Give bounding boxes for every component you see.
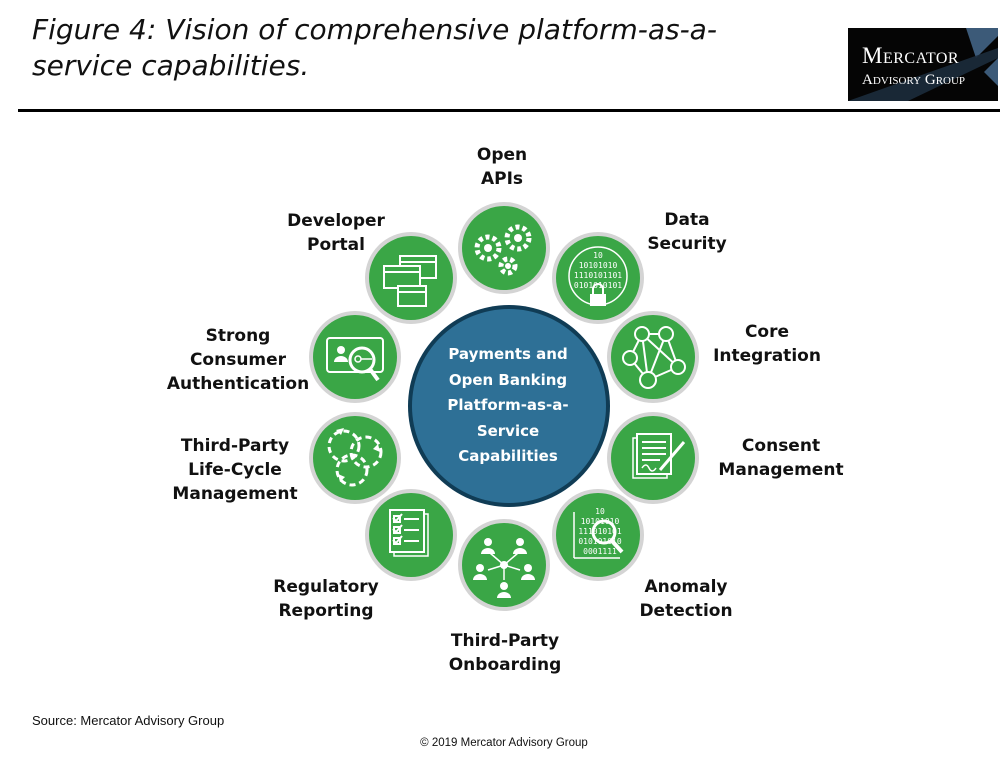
node-anomaly-detection: 10 10101010 111010101 010101010 0001111 bbox=[552, 489, 644, 581]
node-open-apis bbox=[458, 202, 550, 294]
copyright-note: © 2019 Mercator Advisory Group bbox=[420, 737, 588, 749]
node-strong-consumer-auth bbox=[309, 311, 401, 403]
x-mark-icon bbox=[848, 28, 998, 101]
label-regulatory-reporting: Regulatory Reporting bbox=[273, 575, 378, 623]
label-line: Data bbox=[664, 210, 710, 230]
node-developer-portal bbox=[365, 232, 457, 324]
label-line: Authentication bbox=[166, 374, 310, 394]
svg-text:1110101101: 1110101101 bbox=[574, 271, 622, 280]
label-consent-management: Consent Management bbox=[718, 434, 843, 482]
label-developer-portal: Developer Portal bbox=[287, 209, 385, 257]
label-line: APIs bbox=[480, 169, 524, 189]
title-divider bbox=[18, 109, 1000, 112]
label-line: Life-Cycle bbox=[188, 460, 282, 480]
svg-text:10101010: 10101010 bbox=[579, 261, 618, 270]
source-note: Source: Mercator Advisory Group bbox=[32, 713, 225, 728]
node-third-party-onboarding bbox=[458, 519, 550, 611]
label-strong-consumer-auth: Strong Consumer Authentication bbox=[167, 324, 309, 396]
label-line: Third-Party bbox=[180, 436, 290, 456]
label-line: Regulatory bbox=[273, 577, 379, 597]
node-third-party-lifecycle bbox=[309, 412, 401, 504]
id-card-key-icon bbox=[326, 337, 384, 382]
svg-text:111010101: 111010101 bbox=[578, 527, 622, 536]
browser-windows-icon bbox=[383, 255, 437, 307]
network-icon bbox=[622, 326, 686, 389]
node-core-integration bbox=[607, 311, 699, 403]
label-line: Reporting bbox=[278, 601, 374, 621]
label-line: Onboarding bbox=[448, 655, 562, 675]
node-regulatory-reporting bbox=[365, 489, 457, 581]
figure-title: Figure 4: Vision of comprehensive platfo… bbox=[32, 13, 717, 82]
label-line: Core bbox=[744, 322, 790, 342]
signed-document-icon bbox=[632, 433, 686, 479]
label-line: Management bbox=[718, 460, 844, 480]
hub-circle bbox=[408, 305, 610, 507]
svg-text:10: 10 bbox=[593, 251, 603, 260]
svg-text:10: 10 bbox=[595, 507, 605, 516]
label-core-integration: Core Integration bbox=[713, 320, 821, 368]
cycle-arrows-icon bbox=[327, 429, 383, 487]
people-network-icon bbox=[473, 538, 535, 598]
logo-line-1: Mercator bbox=[862, 43, 960, 68]
label-line: Third-Party bbox=[450, 631, 560, 651]
binary-lock-icon: 10 10101010 1110101101 0101010101 bbox=[568, 246, 628, 306]
binary-magnifier-icon: 10 10101010 111010101 010101010 0001111 bbox=[573, 507, 624, 559]
label-line: Open bbox=[476, 145, 528, 165]
label-line: Integration bbox=[713, 346, 821, 366]
node-consent-management bbox=[607, 412, 699, 504]
label-line: Consumer bbox=[189, 350, 287, 370]
hub-label: Payments and Open Banking Platform-as-a-… bbox=[447, 345, 569, 465]
label-third-party-lifecycle: Third-Party Life-Cycle Management bbox=[172, 434, 297, 506]
label-line: Developer bbox=[287, 211, 385, 231]
svg-text:0001111: 0001111 bbox=[583, 547, 617, 556]
label-anomaly-detection: Anomaly Detection bbox=[639, 575, 732, 623]
gears-icon bbox=[474, 224, 532, 276]
label-line: Portal bbox=[307, 235, 365, 255]
label-line: Detection bbox=[639, 601, 733, 621]
label-line: Strong bbox=[205, 326, 271, 346]
label-line: Security bbox=[647, 234, 727, 254]
label-data-security: Data Security bbox=[647, 208, 726, 256]
checklist-icon bbox=[389, 509, 429, 557]
mercator-logo: Mercator Advisory Group bbox=[848, 28, 998, 101]
label-third-party-onboarding: Third-Party Onboarding bbox=[449, 629, 562, 677]
node-data-security: 10 10101010 1110101101 0101010101 bbox=[552, 232, 644, 324]
label-line: Consent bbox=[741, 436, 821, 456]
label-open-apis: Open APIs bbox=[477, 143, 527, 191]
svg-text:0101010101: 0101010101 bbox=[574, 281, 622, 290]
logo-line-2: Advisory Group bbox=[862, 72, 966, 88]
label-line: Anomaly bbox=[644, 577, 728, 597]
label-line: Management bbox=[172, 484, 298, 504]
